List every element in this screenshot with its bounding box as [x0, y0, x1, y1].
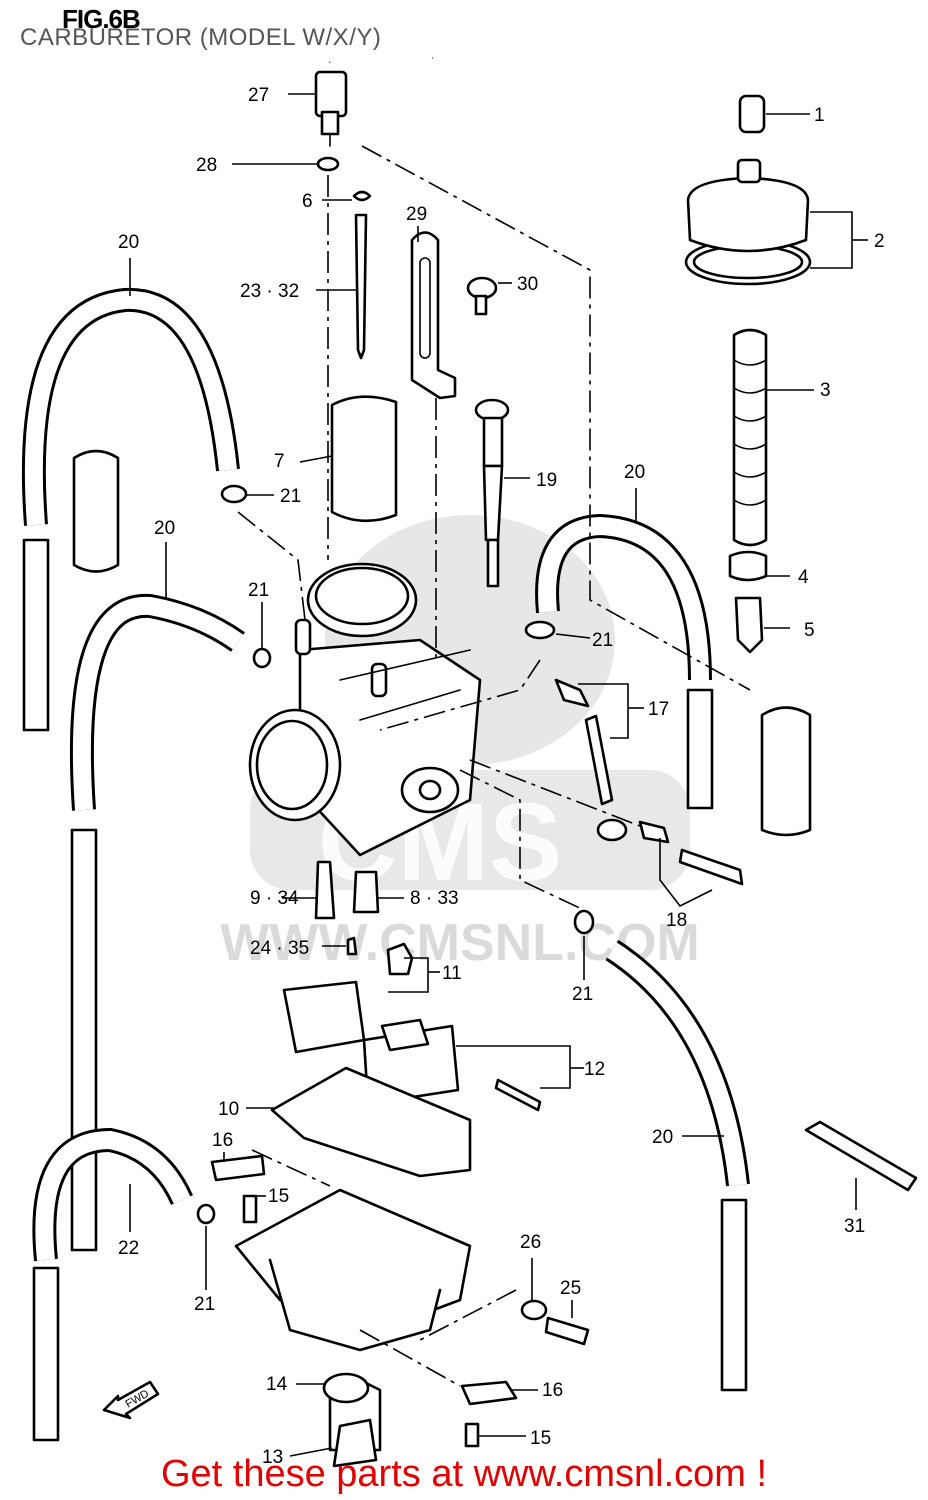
label-13: 13 [262, 1447, 283, 1468]
part-25-drain-screw [544, 1316, 590, 1346]
label-26: 26 [520, 1232, 541, 1253]
label-21-a: 21 [280, 486, 301, 507]
tube-left-cylinder [72, 449, 120, 573]
label-7: 7 [274, 451, 285, 472]
part-6-clip [352, 190, 372, 202]
part-4-seal [728, 550, 768, 582]
hose-20-lower-right [605, 939, 750, 1187]
part-1-cap [738, 94, 766, 134]
label-15-b: 15 [530, 1428, 551, 1449]
hose-20-left-segment [22, 538, 50, 732]
label-21-c: 21 [592, 630, 613, 651]
part-24-35-pilot-jet [346, 936, 358, 956]
part-26-o-ring [520, 1299, 548, 1321]
clip-21-b [252, 647, 272, 669]
part-28-washer [316, 156, 340, 172]
label-3: 3 [820, 380, 831, 401]
part-30-screw [466, 276, 498, 316]
figure-title: FIG.6B [62, 4, 141, 34]
label-18: 18 [666, 910, 687, 931]
part-31-bracket [804, 1120, 918, 1192]
label-14: 14 [266, 1374, 288, 1395]
part-18-pilot-air-screw [638, 820, 744, 886]
part-17-throttle-stop-screw [554, 678, 628, 842]
label-23-32: 23 · 32 [240, 281, 299, 302]
label-12: 12 [584, 1059, 605, 1080]
label-16-b: 16 [542, 1380, 563, 1401]
part-29-throttle-plate [410, 231, 457, 400]
assembly-lines [237, 145, 751, 1387]
label-22: 22 [118, 1238, 139, 1259]
label-1: 1 [814, 105, 825, 126]
label-31: 31 [844, 1216, 865, 1237]
footer-promo-link[interactable]: Get these parts at www.cmsnl.com ! [160, 1453, 768, 1495]
part-10-gasket [270, 1066, 472, 1178]
label-20-a: 20 [118, 232, 139, 253]
label-15-a: 15 [268, 1186, 289, 1207]
part-16-bracket-lower [460, 1380, 518, 1406]
label-17: 17 [648, 699, 669, 720]
label-30: 30 [517, 274, 538, 295]
label-21-b: 21 [248, 580, 269, 601]
clip-21-c [524, 620, 556, 640]
part-13-drain-plug [332, 1418, 378, 1468]
part-3-spring [732, 328, 768, 547]
part-27-throttle-cable-adjuster [314, 45, 433, 147]
label-21-e: 21 [194, 1294, 215, 1315]
part-2-top-cover [684, 158, 812, 286]
part-16-bracket-upper [210, 1154, 266, 1182]
leader-lines [129, 93, 868, 1457]
part-9-34-main-jet [314, 860, 336, 920]
hose-20-long-left [70, 828, 98, 1252]
part-15-screw-upper [242, 1194, 258, 1224]
label-4: 4 [798, 567, 809, 588]
label-28: 28 [196, 155, 217, 176]
label-27: 27 [248, 85, 269, 106]
figure-subtitle: CARBURETOR (MODEL W/X/Y) [20, 24, 382, 51]
clip-21-e [196, 1203, 216, 1225]
part-11-float-valve [386, 942, 414, 976]
part-14-o-ring [322, 1372, 370, 1404]
label-21-d: 21 [572, 984, 593, 1005]
carburetor-body [248, 562, 482, 857]
clip-21-d [573, 909, 595, 935]
tube-right-short [760, 706, 812, 837]
label-20-b: 20 [624, 462, 645, 483]
label-11: 11 [442, 963, 462, 984]
label-8-33: 8 · 33 [410, 888, 459, 909]
label-24-35: 24 · 35 [250, 938, 309, 959]
label-2: 2 [874, 231, 885, 252]
clip-21-a [220, 484, 248, 504]
label-16-a: 16 [212, 1130, 233, 1151]
label-20-c: 20 [154, 518, 175, 539]
part-23-32-jet-needle [354, 213, 368, 360]
label-29: 29 [406, 204, 427, 225]
label-25: 25 [560, 1278, 581, 1299]
part-number-labels: 27 28 6 29 30 23 · 32 1 2 3 20 7 21 19 2… [118, 85, 885, 1468]
label-6: 6 [302, 191, 313, 212]
part-19-air-screw [474, 398, 510, 588]
label-20-d: 20 [652, 1127, 673, 1148]
label-9-34: 9 · 34 [250, 888, 299, 909]
fwd-arrow-icon: FWD [102, 1380, 160, 1420]
part-8-33-needle-jet [352, 870, 380, 914]
label-5: 5 [804, 620, 815, 641]
part-7-throttle-valve [330, 395, 398, 523]
label-19: 19 [536, 470, 557, 491]
part-15-screw-lower [464, 1422, 480, 1448]
part-5-starter-plunger [734, 596, 764, 654]
label-10: 10 [218, 1099, 239, 1120]
float-bowl [234, 1188, 472, 1452]
